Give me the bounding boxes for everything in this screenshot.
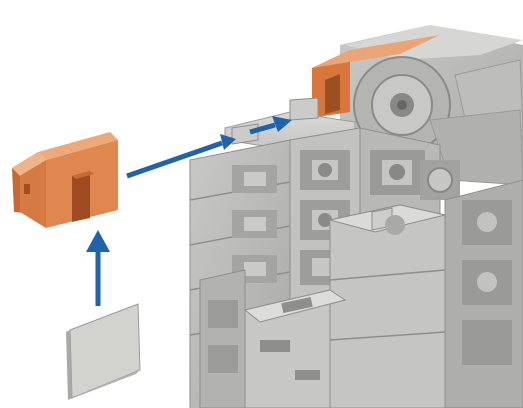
arrow-tile-to-clip <box>86 230 110 306</box>
t-slot-profile-right <box>370 150 460 200</box>
arrow-clip-to-stud <box>126 116 292 179</box>
modular-block-assembly <box>189 25 523 408</box>
pulley-wheel <box>353 56 451 154</box>
mounted-orange-clip <box>312 35 440 118</box>
orange-clip-piece <box>12 132 118 228</box>
t-slot-profile-left <box>232 165 277 283</box>
t-slot-profile <box>300 150 350 285</box>
flat-gray-tile <box>66 303 141 400</box>
